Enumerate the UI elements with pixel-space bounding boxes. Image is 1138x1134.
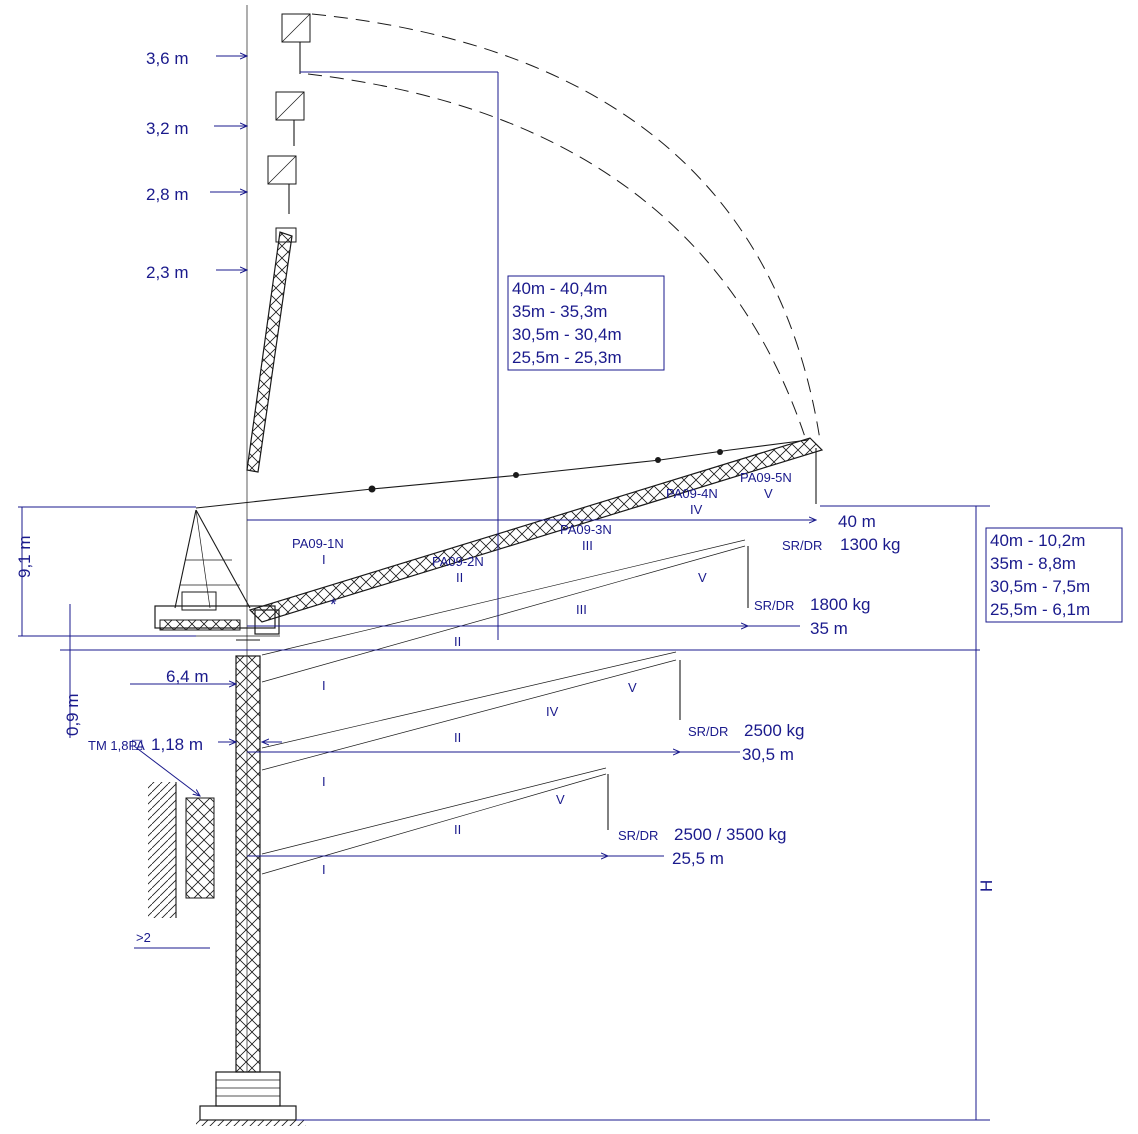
radius-30-label: 30,5 m xyxy=(742,745,794,764)
height-table-right-frame xyxy=(985,527,1123,623)
section-pa4: PA09-4N xyxy=(666,486,718,501)
section-pa1: PA09-1N xyxy=(292,536,344,551)
jib-35m-outline xyxy=(261,539,749,683)
load-25-value: 2500 / 3500 kg xyxy=(674,825,786,844)
offset-label-4: 2,3 m xyxy=(146,263,189,282)
mast-section-label: □ 1,18 m xyxy=(132,735,203,754)
main-jib xyxy=(248,437,824,623)
platform-gap-dimension: 0,9 m xyxy=(63,693,82,736)
roman-3: III xyxy=(582,538,593,553)
roman-2: II xyxy=(456,570,463,585)
section-pa3: PA09-3N xyxy=(560,522,612,537)
height-row-1: 40m - 40,4m xyxy=(512,279,607,298)
roman-30-1: I xyxy=(322,774,326,789)
offset-label-2: 3,2 m xyxy=(146,119,189,138)
roman-25-1: I xyxy=(322,862,326,877)
height-row-4: 25,5m - 25,3m xyxy=(512,348,622,367)
roman-4: IV xyxy=(690,502,703,517)
load-25-prefix: SR/DR xyxy=(618,828,658,843)
roman-25-2: II xyxy=(454,822,461,837)
mast-symbol: □ xyxy=(132,735,142,754)
head-height-dimension: 9,1 m xyxy=(15,535,34,578)
height-table-top-frame xyxy=(507,275,665,371)
load-30-prefix: SR/DR xyxy=(688,724,728,739)
roman-30-5: V xyxy=(628,680,637,695)
height-table-top: 40m - 40,4m 35m - 35,3m 30,5m - 30,4m 25… xyxy=(512,279,622,367)
wall-distance-label: >2 xyxy=(136,930,151,945)
section-pa5: PA09-5N xyxy=(740,470,792,485)
wall-tie xyxy=(148,782,215,918)
load-35-prefix: SR/DR xyxy=(754,598,794,613)
load-40-value: 1300 kg xyxy=(840,535,901,554)
load-35-value: 1800 kg xyxy=(810,595,871,614)
radius-40-label: 40 m xyxy=(838,512,876,531)
roman-35-2: II xyxy=(454,634,461,649)
height-table-right: 40m - 10,2m 35m - 8,8m 30,5m - 7,5m 25,5… xyxy=(990,531,1090,619)
roman-25-5: V xyxy=(556,792,565,807)
load-30-value: 2500 kg xyxy=(744,721,805,740)
roman-1: I xyxy=(322,552,326,567)
star-marker: * xyxy=(330,595,337,614)
hook-row-3: 30,5m - 7,5m xyxy=(990,577,1090,596)
hook-height-H: H xyxy=(977,880,996,892)
tower-mast xyxy=(196,639,306,1126)
hook-row-4: 25,5m - 6,1m xyxy=(990,600,1090,619)
roman-35-3: III xyxy=(576,602,587,617)
roman-30-2: II xyxy=(454,730,461,745)
load-40-prefix: SR/DR xyxy=(782,538,822,553)
radius-25-label: 25,5 m xyxy=(672,849,724,868)
tie-label: TM 1,8PA xyxy=(88,738,145,753)
roman-35-1: I xyxy=(322,678,326,693)
offset-label-1: 3,6 m xyxy=(146,49,189,68)
tower-head xyxy=(174,488,373,609)
roman-35-5: V xyxy=(698,570,707,585)
roman-30-4: IV xyxy=(546,704,559,719)
folded-jib-positions xyxy=(246,13,311,473)
mast-dimension: 1,18 m xyxy=(151,735,203,754)
offset-label-3: 2,8 m xyxy=(146,185,189,204)
height-row-3: 30,5m - 30,4m xyxy=(512,325,622,344)
section-pa2: PA09-2N xyxy=(432,554,484,569)
jib-25m-outline xyxy=(261,767,609,875)
height-row-2: 35m - 35,3m xyxy=(512,302,607,321)
roman-5: V xyxy=(764,486,773,501)
swing-arc-inner xyxy=(307,73,807,441)
radius-35-label: 35 m xyxy=(810,619,848,638)
counter-jib-dimension: 6,4 m xyxy=(166,667,209,686)
hook-row-1: 40m - 10,2m xyxy=(990,531,1085,550)
dimension-lines xyxy=(18,56,990,1121)
swing-arc-outer xyxy=(311,13,821,441)
hook-row-2: 35m - 8,8m xyxy=(990,554,1076,573)
